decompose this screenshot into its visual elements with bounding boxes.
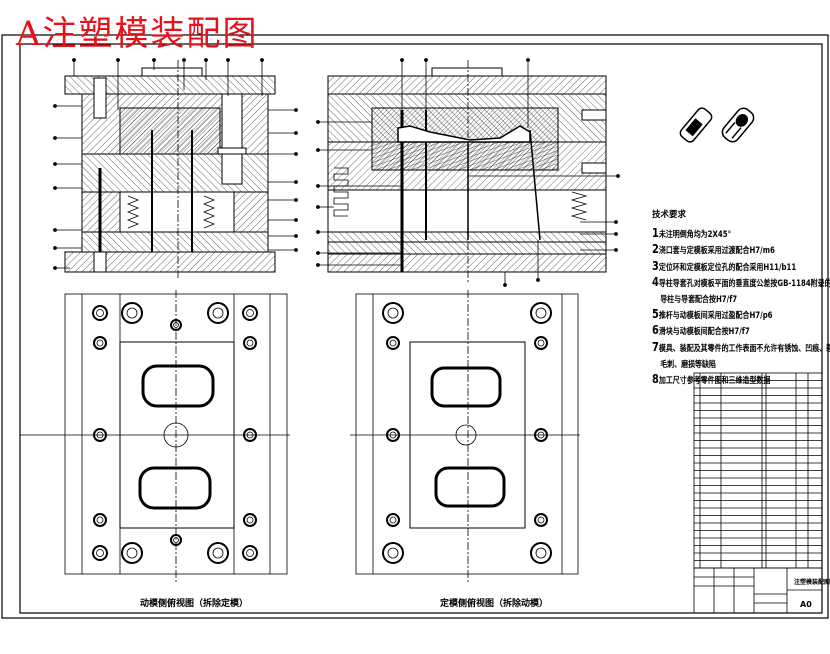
- tech-req-text: 加工尺寸参考零件图和三维造型数据: [658, 376, 771, 387]
- part-preview-2: [721, 107, 755, 143]
- tech-req-number: 2: [652, 242, 659, 257]
- bolt-hole-inner: [246, 339, 254, 347]
- tech-req-number: 4: [652, 274, 659, 289]
- bolt-hole-inner: [173, 322, 179, 328]
- bolt-hole: [243, 513, 257, 527]
- bolt-hole: [121, 302, 143, 324]
- bolt-hole: [382, 302, 404, 324]
- tech-req-item: 8加工尺寸参考零件图和三维造型数据: [652, 372, 800, 388]
- tech-req-item: 3定位环和定模板定位孔的配合采用H11/b11: [652, 259, 800, 275]
- bolt-hole: [534, 513, 548, 527]
- bolt-hole: [530, 302, 552, 324]
- tech-req-number: 8: [652, 372, 659, 387]
- bolt-hole-inner: [246, 516, 254, 524]
- bolt-hole-inner: [537, 431, 545, 439]
- bolt-hole: [92, 545, 108, 561]
- bolt-hole: [121, 542, 143, 564]
- tech-req-item: 2浇口套与定模板采用过渡配合H7/m6: [652, 242, 800, 258]
- tech-req-item: 毛刺、磨损等缺陷: [652, 356, 800, 372]
- bolt-hole: [243, 336, 257, 350]
- tech-req-text: 导柱与导套配合按H7/f7: [660, 295, 738, 306]
- tech-req-text: 滑块与动模板间配合按H7/f7: [658, 327, 750, 338]
- bolt-hole-inner: [96, 309, 104, 317]
- bolt-hole-inner: [535, 307, 547, 319]
- bolt-hole-inner: [96, 516, 104, 524]
- moving-side-view-caption: 动模侧俯视图（拆除定模）: [140, 599, 249, 609]
- bolt-hole: [534, 336, 548, 350]
- left-section-view: [53, 58, 298, 278]
- tech-req-number: 6: [652, 323, 659, 338]
- fixed-side-view-caption: 定模侧俯视图（拆除动模）: [440, 599, 549, 609]
- bolt-hole-inner: [389, 339, 397, 347]
- bolt-hole: [207, 542, 229, 564]
- bolt-hole-inner: [96, 549, 104, 557]
- bolt-hole: [386, 513, 400, 527]
- bolt-hole-inner: [246, 549, 254, 557]
- tech-req-item: 6滑块与动模板间配合按H7/f7: [652, 323, 800, 339]
- tech-req-number: 7: [652, 339, 659, 354]
- part-preview-1: [679, 107, 713, 143]
- tech-req-number: 1: [652, 226, 659, 241]
- right-section-view: [316, 58, 620, 287]
- bolt-hole-inner: [387, 547, 399, 559]
- tech-req-text: 导柱导套孔对模板平面的垂直度公差按GB-1184附录的4级: [658, 278, 830, 289]
- tech-req-text: 浇口套与定模板采用过渡配合H7/m6: [658, 246, 775, 257]
- bolt-hole-inner: [212, 547, 224, 559]
- bolt-hole-inner: [126, 307, 138, 319]
- bolt-hole-inner: [212, 307, 224, 319]
- bolt-hole-inner: [535, 547, 547, 559]
- bolt-hole: [170, 534, 182, 546]
- bolt-hole-inner: [246, 431, 254, 439]
- bolt-hole-inner: [387, 307, 399, 319]
- bolt-hole-inner: [389, 431, 397, 439]
- tech-req-item: 5推杆与动模板间采用过盈配合H7/p6: [652, 307, 800, 323]
- inner-frame: [19, 43, 823, 614]
- tech-req-item: 导柱与导套配合按H7/f7: [652, 291, 800, 307]
- tech-req-text: 模具、装配及其零件的工作表面不允许有锈蚀、凹痕、裂纹、: [658, 343, 830, 354]
- tech-req-heading: 技术要求: [652, 210, 687, 220]
- title-block: [693, 567, 823, 614]
- bolt-hole: [242, 305, 258, 321]
- bolt-hole: [382, 542, 404, 564]
- moving-side-plan-view: [20, 290, 290, 584]
- bolt-hole: [170, 319, 182, 331]
- tech-req-number: 3: [652, 258, 659, 273]
- bolt-hole-inner: [389, 516, 397, 524]
- tech-req-item: 4导柱导套孔对模板平面的垂直度公差按GB-1184附录的4级: [652, 274, 830, 291]
- bolt-hole: [386, 336, 400, 350]
- outer-frame: [1, 34, 829, 619]
- sheet-size: A0: [800, 600, 812, 609]
- fixed-side-plan-view: [350, 290, 580, 584]
- bolt-hole-inner: [537, 339, 545, 347]
- bolt-hole-inner: [96, 339, 104, 347]
- tech-req-number: 5: [652, 307, 659, 322]
- bolt-hole: [386, 428, 400, 442]
- bolt-hole: [207, 302, 229, 324]
- bolt-hole: [534, 428, 548, 442]
- tech-req-text: 定位环和定模板定位孔的配合采用H11/b11: [658, 262, 797, 273]
- tech-req-text: 未注明倒角均为2X45°: [658, 230, 732, 241]
- drawing-name: 注塑模装配图: [794, 579, 830, 586]
- bolt-hole-inner: [246, 309, 254, 317]
- bolt-hole: [243, 428, 257, 442]
- bolt-hole: [93, 428, 107, 442]
- tech-req-item: 7模具、装配及其零件的工作表面不允许有锈蚀、凹痕、裂纹、: [652, 339, 830, 356]
- tech-req-item: 1未注明倒角均为2X45°: [652, 226, 800, 242]
- bolt-hole: [242, 545, 258, 561]
- tech-req-text: 推杆与动模板间采用过盈配合H7/p6: [658, 311, 773, 322]
- tech-req-text: 毛刺、磨损等缺陷: [660, 359, 716, 370]
- bolt-hole: [93, 513, 107, 527]
- part-preview: [679, 107, 755, 143]
- bolt-hole: [92, 305, 108, 321]
- bolt-hole-inner: [173, 537, 179, 543]
- bolt-hole-inner: [96, 431, 104, 439]
- drawing-title: A注塑模装配图: [16, 14, 259, 54]
- bolt-hole-inner: [126, 547, 138, 559]
- bolt-hole: [530, 542, 552, 564]
- bolt-hole-inner: [537, 516, 545, 524]
- bom-table: [693, 372, 823, 569]
- bolt-hole: [93, 336, 107, 350]
